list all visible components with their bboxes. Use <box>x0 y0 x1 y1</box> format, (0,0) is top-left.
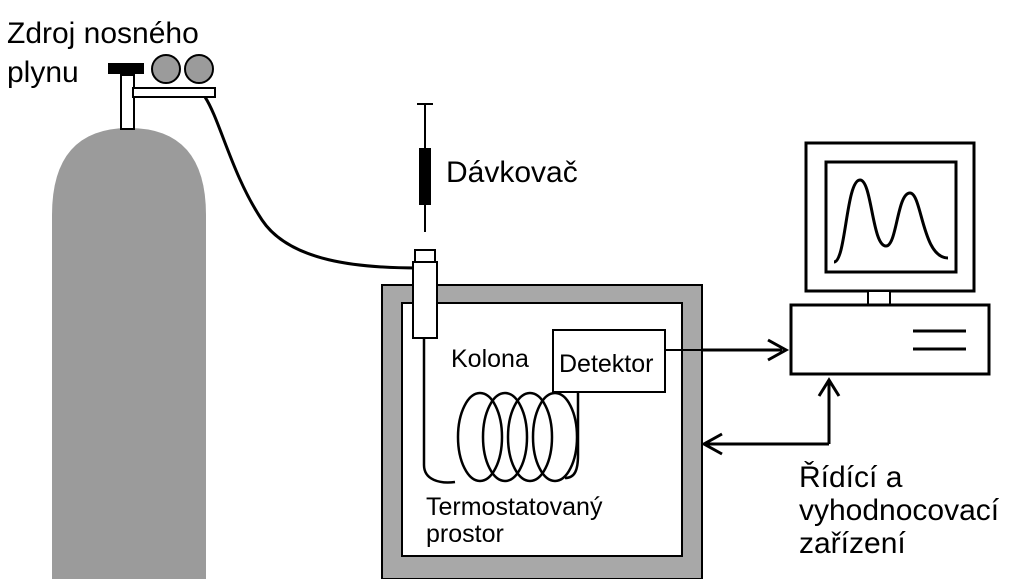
label-gas-source-1: Zdroj nosného <box>7 17 199 50</box>
detector-box <box>552 329 666 393</box>
cylinder-valve-stem <box>120 74 135 130</box>
regulator-bar <box>132 87 216 98</box>
column-coils <box>456 391 579 483</box>
label-gas-source-2: plynu <box>7 56 79 89</box>
pressure-gauge-2 <box>184 54 214 84</box>
carrier-gas-line <box>203 96 419 270</box>
injector-port-cap <box>414 249 436 263</box>
label-column: Kolona <box>451 345 529 373</box>
control-arrowhead-left <box>700 432 723 456</box>
gas-cylinder <box>52 128 206 579</box>
label-detector: Detektor <box>559 350 653 378</box>
label-injector: Dávkovač <box>446 156 578 189</box>
injector-port <box>412 261 438 339</box>
monitor-stand <box>867 290 891 306</box>
label-oven-1: Termostatovaný <box>426 493 603 521</box>
label-control-3: zařízení <box>799 527 906 560</box>
syringe-barrel <box>419 148 431 205</box>
control-arrowhead-up <box>817 377 841 397</box>
label-control-2: vyhodnocovací <box>799 494 1000 527</box>
label-control-1: Řídící a <box>799 461 903 494</box>
computer-base <box>789 303 991 376</box>
label-oven-2: prostor <box>426 520 504 548</box>
pressure-gauge-1 <box>151 54 181 84</box>
cylinder-valve-handle <box>108 63 144 74</box>
column-tube-inlet <box>422 338 456 484</box>
signal-arrowhead <box>767 338 790 362</box>
chromatogram-trace <box>833 178 949 264</box>
column-tube-outlet <box>564 393 580 480</box>
